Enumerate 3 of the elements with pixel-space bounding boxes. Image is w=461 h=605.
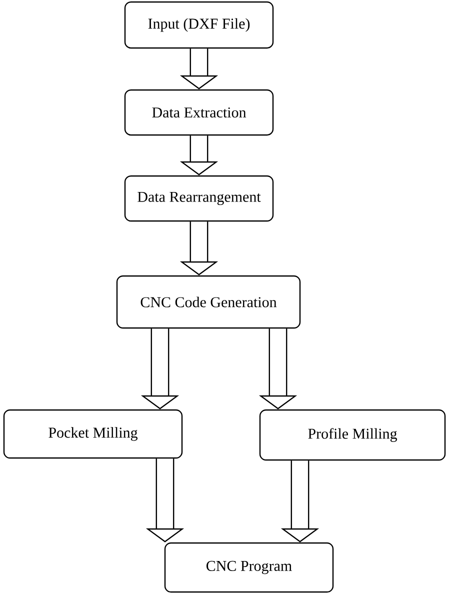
process-box: Profile Milling <box>259 409 446 461</box>
process-box: CNC Program <box>164 542 334 593</box>
process-box: Input (DXF File) <box>124 1 274 49</box>
